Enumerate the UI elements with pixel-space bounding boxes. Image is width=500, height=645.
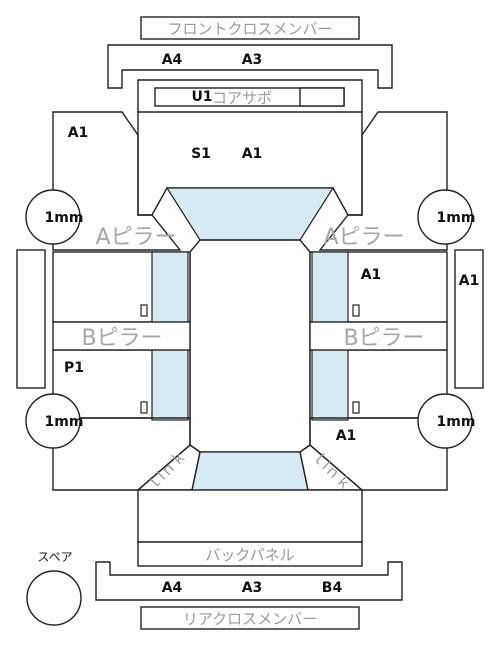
rear-left-wheel[interactable] xyxy=(25,393,81,449)
right-side-sill-code: A1 xyxy=(459,273,480,289)
core-support-code: U1 xyxy=(191,89,212,105)
core-support-frame[interactable] xyxy=(137,79,363,112)
b-pillar-left[interactable] xyxy=(52,321,191,351)
left-rear-door-code: P1 xyxy=(64,360,84,376)
b-pillar-left-label: Bピラー xyxy=(81,326,162,351)
trunk-lid[interactable] xyxy=(137,489,363,543)
left-front-fender[interactable] xyxy=(52,111,182,251)
left-side-sill[interactable] xyxy=(16,249,46,389)
rear-member-right-code: B4 xyxy=(322,580,343,596)
back-panel[interactable] xyxy=(137,541,363,567)
rear-member-center-code: A3 xyxy=(242,580,263,596)
front-panel-right-code: A1 xyxy=(242,146,263,162)
roof-panel[interactable] xyxy=(189,239,311,453)
right-front-door-code: A1 xyxy=(361,267,382,283)
right-front-handle xyxy=(352,304,360,317)
rear-bumper-panel[interactable] xyxy=(95,561,403,601)
b-pillar-right-label: Bピラー xyxy=(343,326,424,351)
front-left-wheel-text: 1mm xyxy=(45,210,84,226)
core-support-label: コアサポ xyxy=(212,89,272,107)
front-right-wheel[interactable] xyxy=(417,189,473,245)
right-side-sill[interactable] xyxy=(454,249,484,389)
rear-right-wheel-text: 1mm xyxy=(437,414,476,430)
core-support-bracket xyxy=(299,87,345,107)
trunk-right-label: ｌlｎｋ xyxy=(308,447,355,494)
front-member-right-code: A3 xyxy=(242,52,263,68)
front-right-wheel-text: 1mm xyxy=(437,210,476,226)
front-bumper-panel[interactable] xyxy=(107,44,393,89)
right-quarter-code: A1 xyxy=(336,428,357,444)
spare-label: スペア xyxy=(37,550,72,564)
left-fender-code: A1 xyxy=(68,125,89,141)
left-rear-handle xyxy=(140,401,148,414)
trunk-left-label: ｌlｎｋ xyxy=(143,447,190,494)
back-panel-label: バックパネル xyxy=(205,546,294,564)
front-cross-member-box[interactable] xyxy=(140,16,360,40)
right-front-fender[interactable] xyxy=(318,111,448,251)
front-member-left-code: A4 xyxy=(162,52,183,68)
rear-left-wheel-text: 1mm xyxy=(45,414,84,430)
a-pillar-left-label: Aピラー xyxy=(95,225,176,250)
rear-member-left-code: A4 xyxy=(162,580,183,596)
windshield[interactable] xyxy=(165,187,335,241)
left-front-handle xyxy=(140,304,148,317)
rear-cross-member-box[interactable] xyxy=(140,606,360,630)
spare-tire[interactable] xyxy=(26,570,82,626)
front-cross-member-label: フロントクロスメンバー xyxy=(167,20,332,38)
rear-window[interactable] xyxy=(191,451,309,491)
b-pillar-right[interactable] xyxy=(309,321,448,351)
rear-right-wheel[interactable] xyxy=(417,393,473,449)
front-panel-left-code: S1 xyxy=(191,146,211,162)
front-left-wheel[interactable] xyxy=(25,189,81,245)
a-pillar-right-label: Aピラー xyxy=(323,225,404,250)
right-rear-handle xyxy=(352,401,360,414)
rear-cross-member-label: リアクロスメンバー xyxy=(183,610,317,628)
